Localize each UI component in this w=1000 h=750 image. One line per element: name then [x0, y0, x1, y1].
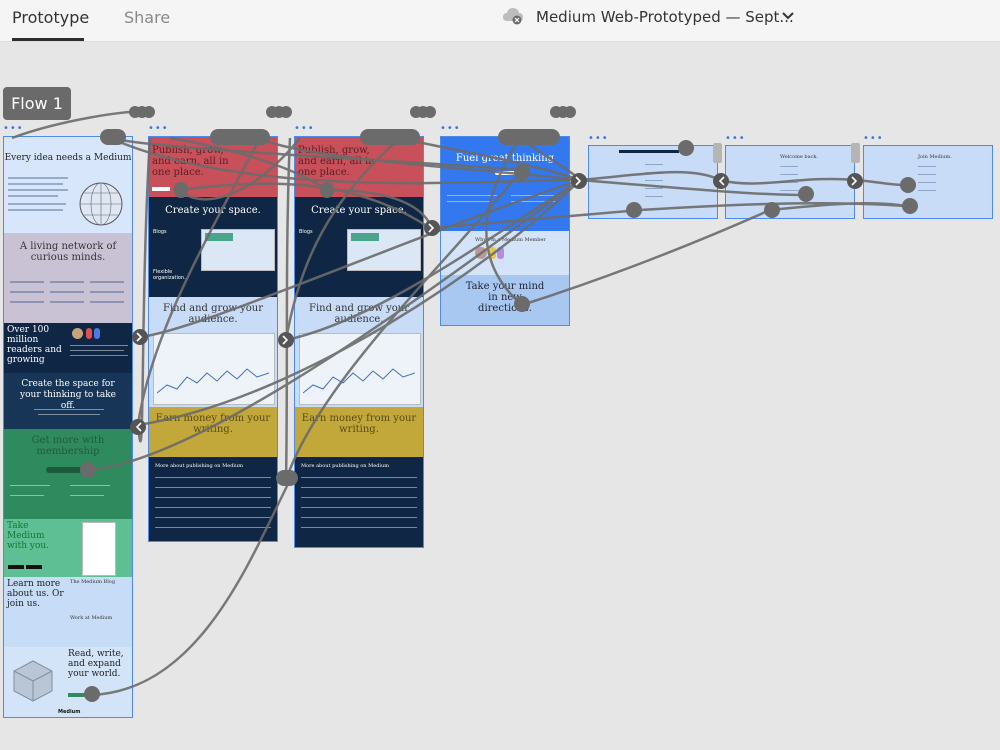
cube-illustration	[13, 660, 53, 702]
home-hero: Every idea needs a Medium	[4, 137, 132, 233]
artboard-small-3[interactable]: Join Medium.	[863, 145, 993, 219]
artboard-options-write1[interactable]: •••	[148, 123, 169, 134]
write1-analytics-graph	[157, 368, 269, 394]
wire-connectors[interactable]	[80, 106, 918, 702]
home-hero-title: Every idea needs a Medium	[4, 153, 132, 163]
write1-hero-title: Publish, grow, and earn, all in one plac…	[152, 145, 229, 178]
artboard-home-markers	[713, 143, 860, 163]
write1-space-title: Create your space.	[165, 205, 261, 216]
home-learn-title: Learn more about us. Or join us.	[7, 579, 64, 609]
write2-more-title: More about publishing on Medium	[301, 463, 389, 469]
active-tab-indicator	[12, 38, 84, 41]
home-read-title: Read, write, and expand your world.	[68, 649, 124, 679]
artboard-options-write2[interactable]: •••	[294, 123, 315, 134]
membership-hero-title: Fuel great thinking	[455, 153, 555, 164]
artboard-options-home[interactable]: •••	[3, 123, 24, 134]
home-membership-title: Get more with membership	[31, 435, 105, 457]
membership-mind: Take your mind in new directions.	[441, 275, 569, 325]
home-work-label: Work at Medium	[70, 615, 113, 621]
write1-money-title: Earn money from your writing.	[155, 413, 271, 435]
write1-flexible-label: Flexible organization.	[153, 269, 186, 281]
small3-title: Join Medium.	[918, 154, 952, 160]
wire-paths	[11, 110, 907, 697]
home-network-title: A living network of curious minds.	[19, 241, 117, 263]
artboard-options-small2[interactable]: •••	[725, 133, 746, 144]
home-app-title: Take Medium with you.	[7, 521, 50, 551]
write2-money-title: Earn money from your writing.	[301, 413, 417, 435]
write2-money: Earn money from your writing.	[295, 407, 423, 457]
tab-prototype[interactable]: Prototype	[12, 8, 90, 27]
home-blog-label: The Medium Blog	[70, 579, 116, 585]
tab-share[interactable]: Share	[124, 8, 171, 27]
home-space: Create the space for your thinking to ta…	[4, 373, 132, 429]
cloud-offline-icon	[503, 8, 523, 25]
artboard-options-membership[interactable]: •••	[440, 123, 461, 134]
write2-grow-title: Find and grow your audience.	[309, 303, 409, 325]
write1-more: More about publishing on Medium	[149, 457, 277, 541]
home-readers: Over 100 million readers and growing	[4, 323, 132, 373]
chevron-down-icon[interactable]	[781, 9, 795, 23]
write1-money: Earn money from your writing.	[149, 407, 277, 457]
write1-more-title: More about publishing on Medium	[155, 463, 243, 469]
write1-space: Create your space. Blogs Flexible organi…	[149, 197, 277, 297]
home-app: Take Medium with you.	[4, 519, 132, 577]
write1-blogs-label: Blogs	[153, 229, 167, 235]
artboard-options-small1[interactable]: •••	[588, 133, 609, 144]
home-readers-title: Over 100 million readers and growing	[7, 325, 62, 365]
small2-title: Welcome back.	[780, 154, 818, 160]
home-read: Read, write, and expand your world. Medi…	[4, 647, 132, 717]
home-membership: Get more with membership	[4, 429, 132, 519]
artboard-options-small3[interactable]: •••	[863, 133, 884, 144]
write1-grow-title: Find and grow your audience.	[163, 303, 263, 325]
write2-hero-title: Publish, grow, and earn, all in one plac…	[298, 145, 375, 178]
wire-arrow-heads[interactable]	[130, 173, 863, 435]
artboard-write-1[interactable]: Publish, grow, and earn, all in one plac…	[148, 136, 278, 542]
write2-analytics-graph	[303, 368, 415, 394]
write2-space-title: Create your space.	[311, 205, 407, 216]
home-space-title: Create the space for your thinking to ta…	[20, 379, 116, 411]
globe-illustration	[79, 182, 123, 226]
write2-blogs-label: Blogs	[299, 229, 313, 235]
home-network: A living network of curious minds.	[4, 233, 132, 323]
home-learn: Learn more about us. Or join us. The Med…	[4, 577, 132, 647]
flow-label[interactable]: Flow 1	[3, 87, 71, 120]
document-title[interactable]: Medium Web-Prototyped — Sept...	[536, 8, 794, 26]
top-bar: Prototype Share Medium Web-Prototyped — …	[0, 0, 1000, 42]
home-footer-logo: Medium	[58, 709, 81, 715]
artboard-home[interactable]: Every idea needs a Medium A living netwo…	[3, 136, 133, 718]
write2-space: Create your space. Blogs	[295, 197, 423, 297]
write2-more: More about publishing on Medium	[295, 457, 423, 547]
